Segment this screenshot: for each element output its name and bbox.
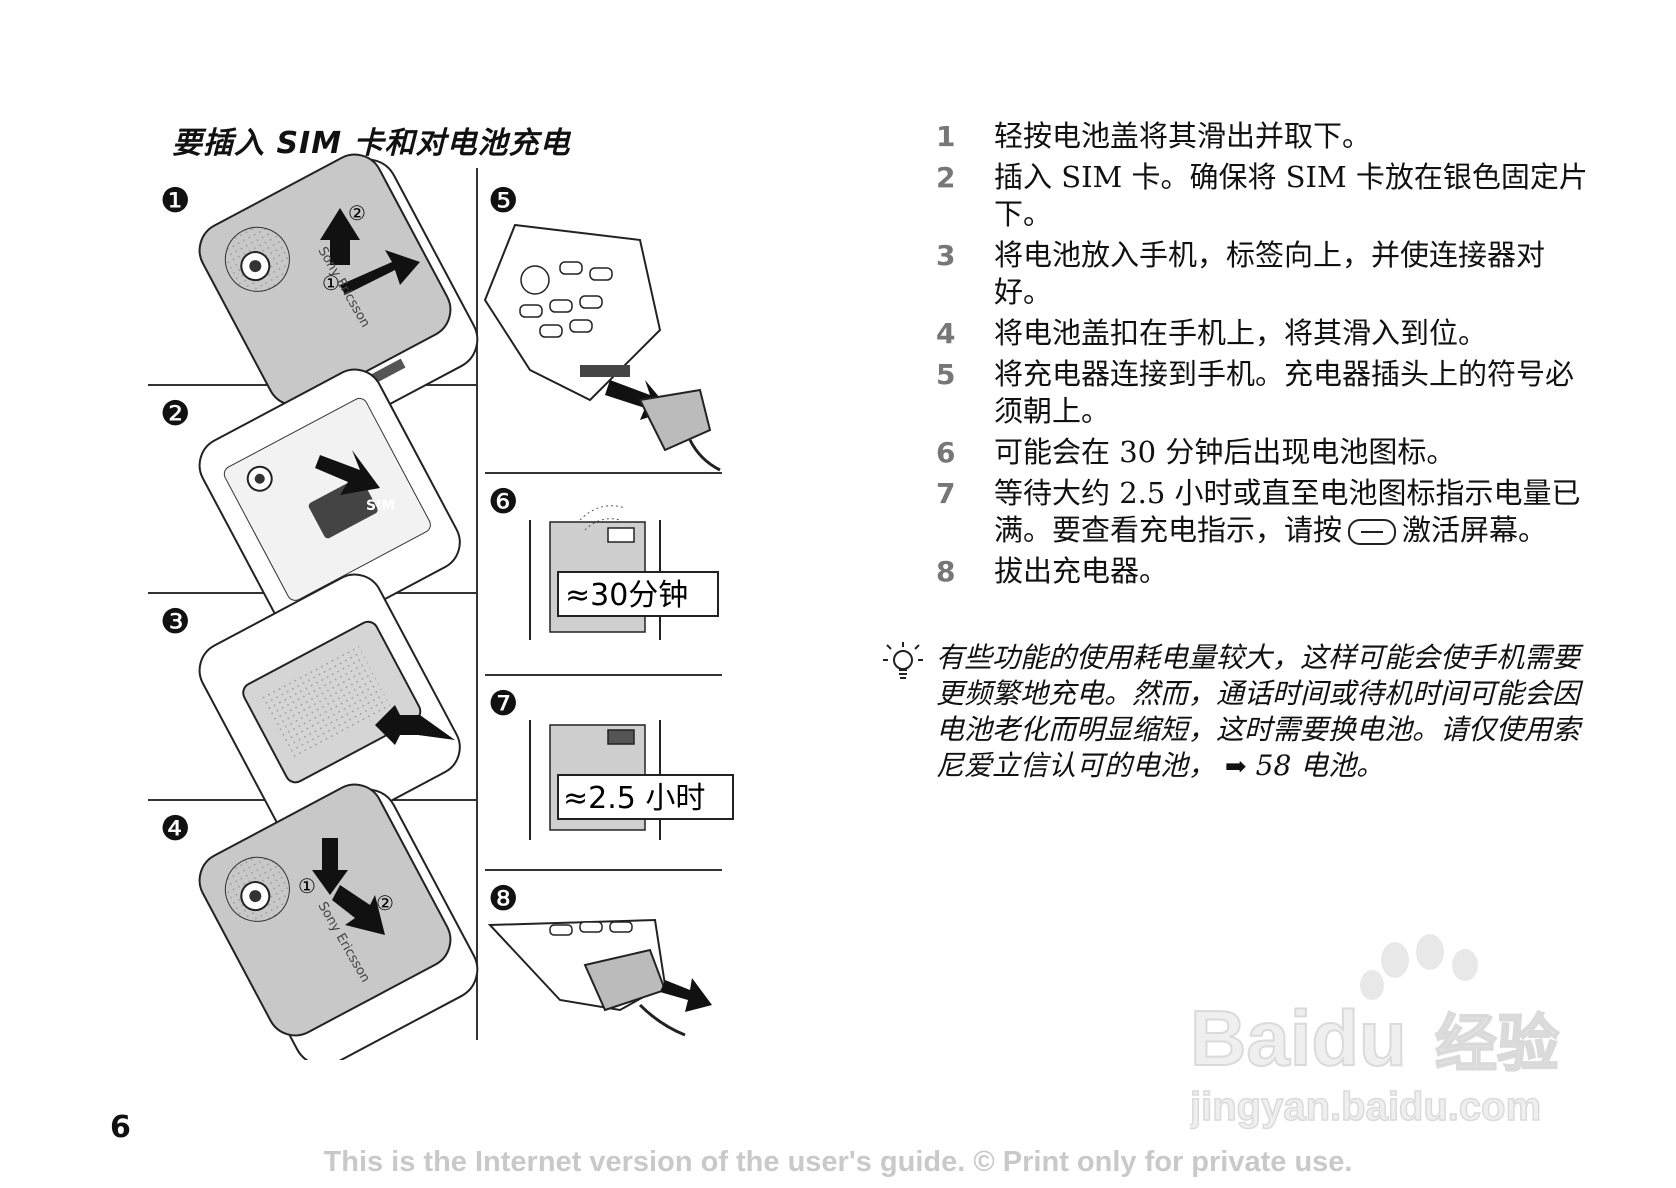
step-text: 拔出充电器。 bbox=[994, 554, 1169, 588]
illustration-panel: ❶ ❷ ❸ ❹ ❺ ❻ ❼ ❽ ② ① Sony Ericsson SIM bbox=[148, 153, 734, 1060]
figure-1-arrows bbox=[320, 208, 420, 295]
step-text: 轻按电池盖将其滑出并取下。 bbox=[994, 119, 1372, 153]
step-number: 6 bbox=[936, 436, 956, 469]
paw-icon bbox=[1360, 934, 1478, 1000]
baidu-watermark: Baidu 经验 jingyan.baidu.com bbox=[1190, 934, 1560, 1130]
figure-3-insert-battery bbox=[198, 573, 461, 845]
tip-text: 有些功能的使用耗电量较大，这样可能会使手机需要更频繁地充电。然而，通话时间或待机… bbox=[936, 640, 1600, 785]
figure-label-5: ❺ bbox=[488, 181, 518, 221]
step-3: 3 将电池放入手机，标签向上，并使连接器对好。 bbox=[936, 237, 1596, 311]
step-5: 5 将充电器连接到手机。充电器插头上的符号必须朝上。 bbox=[936, 356, 1596, 430]
step-6: 6 可能会在 30 分钟后出现电池图标。 bbox=[936, 434, 1596, 471]
figure-3-arrow bbox=[375, 705, 455, 745]
step-number: 3 bbox=[936, 239, 956, 272]
footer-notice: This is the Internet version of the user… bbox=[323, 1146, 1353, 1178]
figure-label-3: ❸ bbox=[160, 602, 190, 642]
figure-label-1: ❶ bbox=[160, 181, 190, 221]
fig4-callout-1: ① bbox=[298, 874, 316, 898]
step-7: 7 等待大约 2.5 小时或直至电池图标指示电量已满。要查看充电指示，请按激活屏… bbox=[936, 475, 1596, 549]
step-1: 1 轻按电池盖将其滑出并取下。 bbox=[936, 118, 1596, 155]
step-text: 插入 SIM 卡。确保将 SIM 卡放在银色固定片下。 bbox=[994, 160, 1588, 231]
figure-7-wait-2-5h: ≈2.5 小时 bbox=[529, 720, 734, 840]
step-number: 4 bbox=[936, 317, 956, 350]
step-2: 2 插入 SIM 卡。确保将 SIM 卡放在银色固定片下。 bbox=[936, 159, 1596, 233]
step-number: 7 bbox=[936, 477, 956, 510]
step-text: 将电池放入手机，标签向上，并使连接器对好。 bbox=[994, 238, 1546, 309]
figure-2-arrow bbox=[315, 450, 380, 495]
step-text: 将电池盖扣在手机上，将其滑入到位。 bbox=[994, 316, 1488, 350]
step-number: 2 bbox=[936, 161, 956, 194]
step-number: 1 bbox=[936, 120, 956, 153]
fig2-sim-label: SIM bbox=[366, 498, 395, 514]
figure-4-close-cover bbox=[198, 783, 479, 1060]
page-heading: 要插入 SIM 卡和对电池充电 bbox=[172, 126, 571, 161]
watermark-cn: 经验 bbox=[1435, 1007, 1559, 1080]
figure-label-8: ❽ bbox=[488, 879, 518, 919]
figure-label-2: ❷ bbox=[160, 394, 190, 434]
watermark-url: jingyan.baidu.com bbox=[1190, 1085, 1541, 1129]
figure-label-6: ❻ bbox=[488, 482, 518, 522]
figure-label-7: ❼ bbox=[488, 684, 518, 724]
fig1-callout-1: ① bbox=[322, 271, 340, 295]
figure-label-4: ❹ bbox=[160, 809, 190, 849]
tip-reference[interactable]: 58 电池。 bbox=[1255, 749, 1385, 782]
fig7-time-label: ≈2.5 小时 bbox=[563, 781, 705, 816]
step-number: 8 bbox=[936, 555, 956, 588]
watermark-brand: Baidu bbox=[1190, 994, 1407, 1082]
fig4-callout-2: ② bbox=[376, 891, 394, 915]
instruction-list: 1 轻按电池盖将其滑出并取下。 2 插入 SIM 卡。确保将 SIM 卡放在银色… bbox=[936, 118, 1596, 594]
fig6-time-label: ≈30分钟 bbox=[565, 578, 688, 613]
tip-body: 有些功能的使用耗电量较大，这样可能会使手机需要更频繁地充电。然而，通话时间或待机… bbox=[936, 641, 1581, 782]
step-text-a: 等待大约 2.5 小时或直至电池图标指示电量已满。要查看充电指示，请按 bbox=[994, 476, 1581, 547]
step-4: 4 将电池盖扣在手机上，将其滑入到位。 bbox=[936, 315, 1596, 352]
figure-2-insert-sim bbox=[198, 368, 461, 640]
selection-key-icon bbox=[1348, 519, 1397, 545]
figure-5-connect-charger bbox=[483, 223, 721, 472]
step-text: 可能会在 30 分钟后出现电池图标。 bbox=[994, 435, 1456, 469]
lightbulb-icon bbox=[883, 642, 923, 679]
step-8: 8 拔出充电器。 bbox=[936, 553, 1596, 590]
fig1-callout-2: ② bbox=[348, 201, 366, 225]
figure-4-arrows bbox=[312, 838, 385, 935]
figure-8-unplug-charger bbox=[487, 918, 712, 1037]
page-number: 6 bbox=[110, 1110, 131, 1145]
step-number: 5 bbox=[936, 358, 956, 391]
figure-6-wait-30min: ≈30分钟 bbox=[529, 505, 719, 640]
step-text: 将充电器连接到手机。充电器插头上的符号必须朝上。 bbox=[994, 357, 1575, 428]
step-text-b: 激活屏幕。 bbox=[1402, 513, 1548, 547]
reference-arrow-icon: ➡ bbox=[1224, 752, 1247, 782]
